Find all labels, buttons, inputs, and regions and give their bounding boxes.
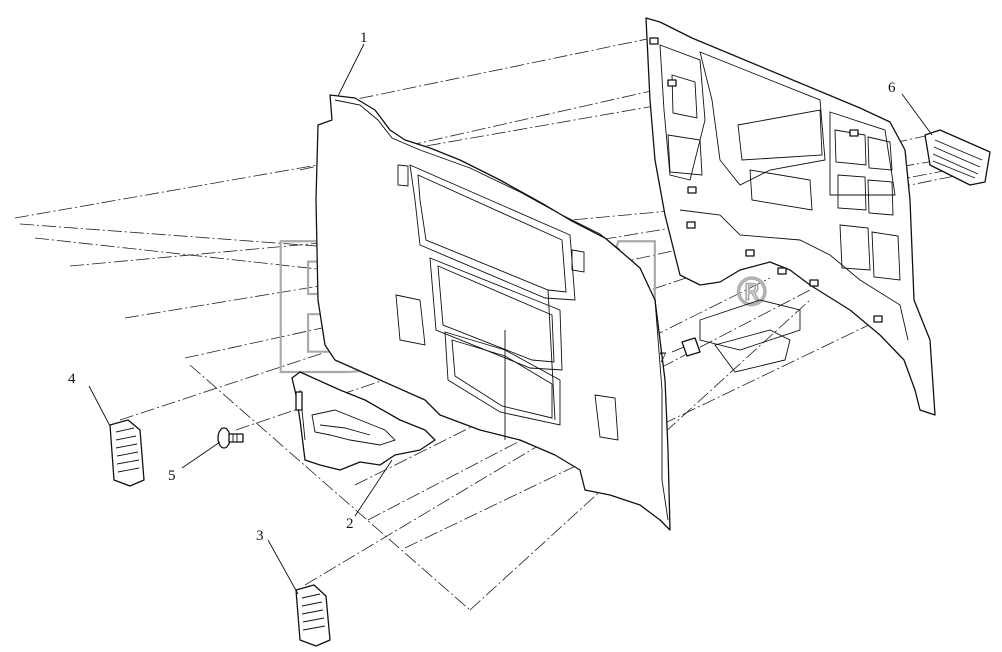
callout-1: 1 (360, 30, 368, 46)
callout-2: 2 (346, 516, 354, 532)
leader-lines (88, 43, 933, 595)
callout-6: 6 (888, 80, 896, 96)
callout-5: 5 (168, 468, 176, 484)
vent-grille-left (109, 419, 145, 487)
vent-grille-right (924, 129, 991, 186)
fastener-clip (217, 427, 244, 449)
callout-7: 7 (659, 350, 667, 366)
lower-trim-panel (291, 371, 436, 471)
rear-cabin-wall (645, 17, 936, 416)
callout-labels: 1 2 3 4 5 6 7 (68, 30, 896, 544)
mounting-block (681, 337, 701, 357)
watermark-registered-mark: ® (737, 270, 766, 314)
callout-3: 3 (256, 528, 264, 544)
vent-grille-bottom (295, 584, 331, 647)
callout-4: 4 (68, 371, 76, 387)
main-trim-panel (315, 94, 671, 531)
